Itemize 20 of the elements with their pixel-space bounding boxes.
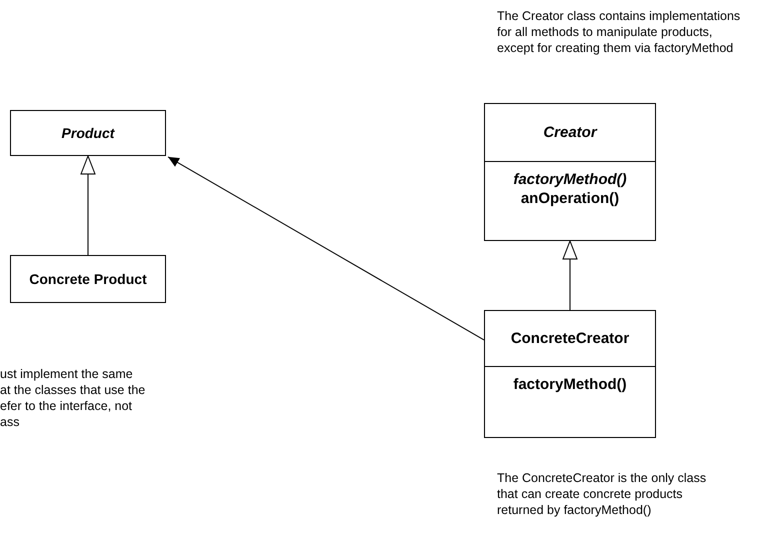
class-box (10, 110, 166, 156)
class-box (484, 310, 656, 438)
class-box (484, 103, 656, 241)
note-text: at the classes that use the (0, 382, 146, 398)
class-box (10, 255, 166, 303)
inheritance-arrow (562, 240, 578, 310)
inheritance-arrow (80, 156, 96, 256)
note-text: ass (0, 414, 20, 430)
class-name: Creator (542, 124, 598, 141)
arrow (168, 156, 484, 340)
method-name: anOperation() (520, 189, 620, 208)
note-text: ust implement the same (0, 366, 134, 382)
class-name: ConcreteCreator (510, 330, 630, 347)
note-text: The Creator class contains implementations for all methods to manipulate products, except for creating them via factoryMethod (497, 8, 742, 56)
method-name: factoryMethod() (513, 375, 627, 394)
class-name: Concrete Product (28, 270, 148, 288)
method-name: factoryMethod() (513, 170, 627, 189)
note-text: efer to the interface, not (0, 398, 134, 414)
note-text: The ConcreteCreator is the only class that can create concrete products returned by factoryMethod() (497, 470, 708, 518)
class-name: Product (60, 124, 116, 142)
